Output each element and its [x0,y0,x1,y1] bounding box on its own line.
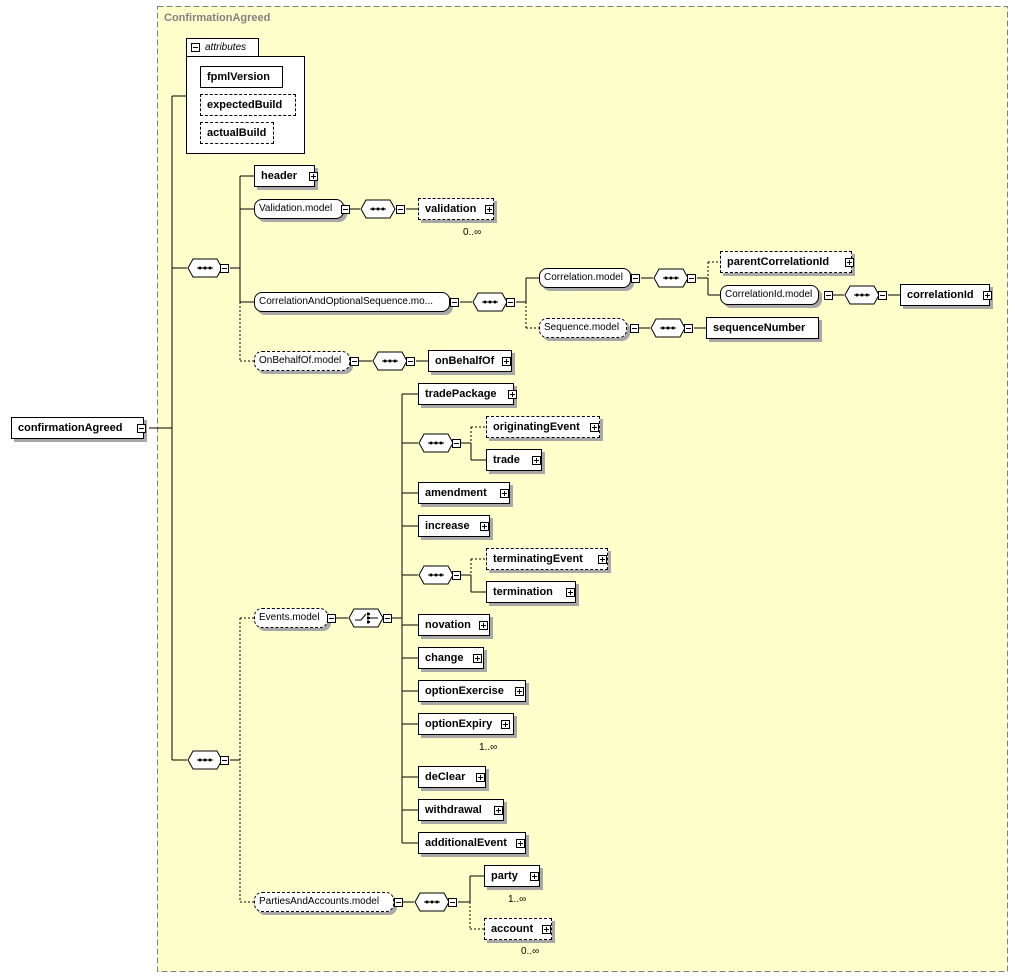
connector-lines [149,95,900,903]
element-originating-event[interactable]: originatingEvent [486,416,600,438]
account-expand[interactable] [542,925,551,934]
additional-event-expand[interactable] [516,839,525,848]
correlation-model-toggle[interactable] [631,274,640,283]
originating-seq-toggle[interactable] [452,439,461,448]
optional-connector-lines [239,261,720,930]
terminating-sequence[interactable] [418,565,454,585]
sequence-model-sequence[interactable] [650,318,686,338]
terminating-event-expand[interactable] [598,555,607,564]
element-amendment[interactable]: amendment [418,482,510,504]
element-option-expiry[interactable]: optionExpiry [418,713,514,735]
group-validation-model[interactable]: Validation.model [254,199,344,219]
trade-package-expand[interactable] [508,390,517,399]
element-change[interactable]: change [418,647,484,669]
element-trade-package[interactable]: tradePackage [418,383,514,405]
sequence-model-seq-toggle[interactable] [684,324,693,333]
terminating-seq-toggle[interactable] [452,571,461,580]
correlation-id-seq-toggle[interactable] [878,291,887,300]
parties-seq-toggle[interactable] [448,898,457,907]
element-parent-correlation-id[interactable]: parentCorrelationId [720,251,852,273]
element-novation[interactable]: novation [418,614,490,636]
termination-expand[interactable] [566,588,575,597]
parent-correlation-id-expand[interactable] [845,258,854,267]
frame-title: ConfirmationAgreed [164,12,271,24]
sequence-compositor-2[interactable] [187,750,223,770]
group-correlation-model[interactable]: Correlation.model [539,268,631,288]
party-expand[interactable] [530,872,539,881]
withdrawal-expand[interactable] [494,806,503,815]
originating-event-expand[interactable] [590,423,599,432]
correlation-sequence[interactable] [472,292,508,312]
root-toggle[interactable] [137,424,146,433]
correlation-id-sequence[interactable] [844,285,880,305]
validation-multiplicity: 0..∞ [463,227,482,238]
validation-sequence[interactable] [360,199,396,219]
attribute-expectedbuild[interactable]: expectedBuild [200,94,296,116]
correlation-seq-toggle[interactable] [506,298,515,307]
sequence-1-toggle[interactable] [220,264,229,273]
novation-expand[interactable] [479,621,488,630]
increase-expand[interactable] [480,522,489,531]
element-additional-event[interactable]: additionalEvent [418,832,526,854]
validation-seq-toggle[interactable] [396,205,405,214]
account-multiplicity: 0..∞ [521,946,540,957]
correlation-id-expand[interactable] [983,291,992,300]
group-parties-accounts-model[interactable]: PartiesAndAccounts.model [254,892,394,912]
attribute-actualbuild[interactable]: actualBuild [200,122,274,144]
change-expand[interactable] [473,654,482,663]
element-trade[interactable]: trade [486,449,542,471]
events-choice-toggle[interactable] [383,614,392,623]
option-expiry-expand[interactable] [501,720,510,729]
party-multiplicity: 1..∞ [508,894,527,905]
element-validation[interactable]: validation [418,198,494,220]
validation-expand[interactable] [485,205,494,214]
validation-model-toggle[interactable] [341,205,350,214]
on-behalf-sequence[interactable] [372,351,408,371]
events-choice-compositor[interactable] [348,608,384,628]
element-declear[interactable]: deClear [418,766,486,788]
root-element[interactable]: confirmationAgreed [11,417,144,439]
element-termination[interactable]: termination [486,581,576,603]
element-on-behalf-of[interactable]: onBehalfOf [428,350,512,372]
option-expiry-multiplicity: 1..∞ [479,742,498,753]
element-terminating-event[interactable]: terminatingEvent [486,548,608,570]
sequence-compositor-1[interactable] [187,258,223,278]
correlation-id-model-toggle[interactable] [824,291,833,300]
declear-expand[interactable] [476,773,485,782]
header-expand[interactable] [309,172,318,181]
attributes-tab [186,38,259,57]
element-correlation-id[interactable]: correlationId [900,284,990,306]
on-behalf-model-toggle[interactable] [350,357,359,366]
attributes-toggle[interactable] [191,43,200,52]
on-behalf-seq-toggle[interactable] [406,357,415,366]
trade-expand[interactable] [532,456,541,465]
element-header[interactable]: header [254,165,315,187]
element-increase[interactable]: increase [418,515,490,537]
originating-sequence[interactable] [418,433,454,453]
parties-sequence[interactable] [414,892,450,912]
amendment-expand[interactable] [500,489,509,498]
group-sequence-model[interactable]: Sequence.model [539,318,627,338]
group-correlation-sequence-model[interactable]: CorrelationAndOptionalSequence.mo... [254,292,450,312]
element-withdrawal[interactable]: withdrawal [418,799,504,821]
element-sequence-number[interactable]: sequenceNumber [706,317,819,339]
sequence-model-toggle[interactable] [630,324,639,333]
correlation-model-sequence[interactable] [653,268,689,288]
element-party[interactable]: party [484,865,540,887]
attribute-fpmlversion[interactable]: fpmlVersion [200,66,283,88]
option-exercise-expand[interactable] [515,687,524,696]
group-on-behalf-of-model[interactable]: OnBehalfOf.model [254,351,350,371]
correlation-model-seq-toggle[interactable] [687,274,696,283]
sequence-2-toggle[interactable] [220,756,229,765]
attributes-title: attributes [205,42,247,53]
group-events-model[interactable]: Events.model [254,608,328,628]
correlation-seq-model-toggle[interactable] [450,298,459,307]
group-correlation-id-model[interactable]: CorrelationId.model [720,285,819,305]
on-behalf-of-expand[interactable] [502,357,511,366]
events-model-toggle[interactable] [327,614,336,623]
element-option-exercise[interactable]: optionExercise [418,680,526,702]
element-account[interactable]: account [484,918,552,940]
parties-model-toggle[interactable] [394,898,403,907]
